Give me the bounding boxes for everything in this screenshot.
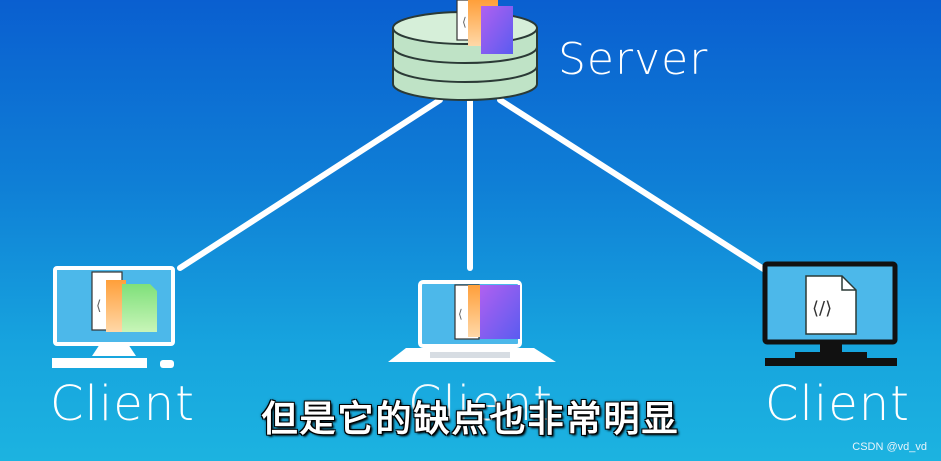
client-middle-label: Client bbox=[408, 376, 553, 432]
client-left-label: Client bbox=[50, 376, 195, 432]
client-right-code-file-icon: ⟨/⟩ bbox=[805, 275, 857, 335]
client-left-desktop-icon: ⟨ bbox=[52, 266, 175, 368]
server-label: Server bbox=[558, 34, 709, 85]
svg-text:⟨: ⟨ bbox=[96, 298, 101, 314]
video-subtitle: 但是它的缺点也非常明显 bbox=[261, 399, 680, 440]
server-database-icon: ⟨ bbox=[392, 0, 538, 101]
connector-lines bbox=[177, 97, 768, 273]
svg-text:⟨: ⟨ bbox=[462, 15, 467, 29]
client-middle-laptop-icon: ⟨ bbox=[388, 280, 556, 362]
connector-right bbox=[497, 97, 768, 273]
client-right-desktop-icon: ⟨/⟩ bbox=[762, 261, 898, 366]
svg-text:⟨/⟩: ⟨/⟩ bbox=[812, 298, 832, 319]
client-left-documents-icon: ⟨ bbox=[91, 271, 157, 332]
connector-left bbox=[177, 97, 443, 271]
client-middle-documents-icon: ⟨ bbox=[454, 284, 520, 340]
client-right-label: Client bbox=[765, 376, 910, 432]
watermark: CSDN @vd_vd bbox=[852, 441, 927, 453]
svg-text:⟨: ⟨ bbox=[458, 307, 463, 321]
server-documents-icon: ⟨ bbox=[456, 0, 513, 54]
